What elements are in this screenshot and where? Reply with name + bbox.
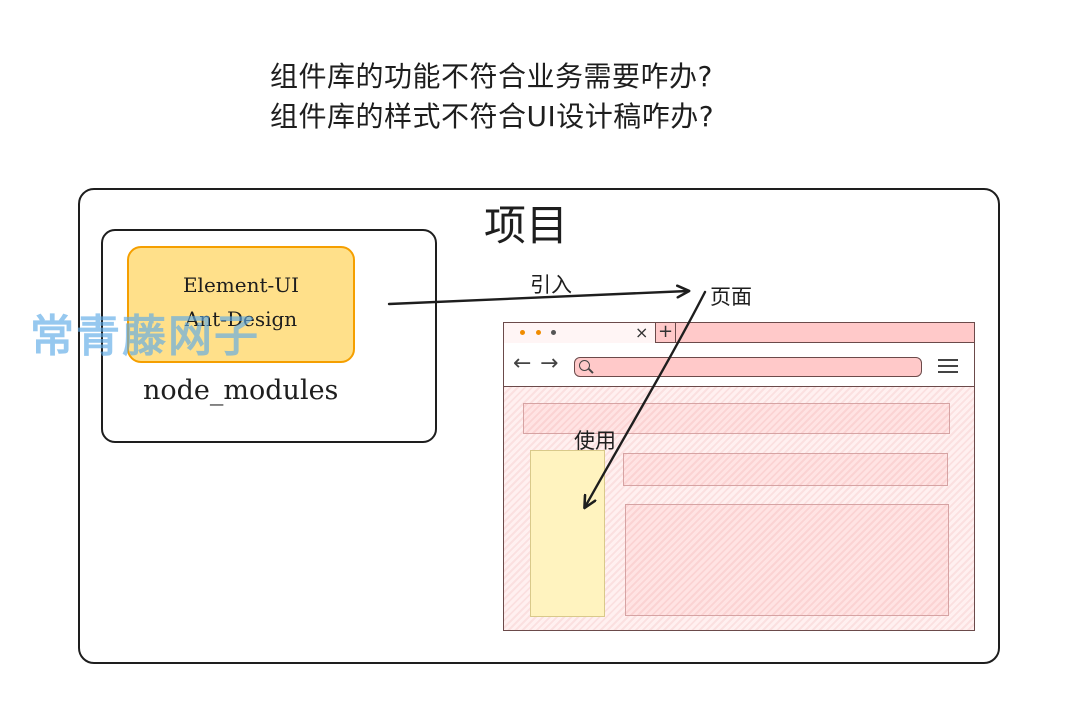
use-label: 使用 [574,429,616,453]
back-arrow-icon[interactable]: ← [513,351,532,376]
node-modules-label: node_modules [143,375,339,406]
page-sidebar-block [530,450,605,617]
import-arrow [387,291,688,306]
import-label: 引入 [530,273,572,297]
forward-arrow-icon[interactable]: → [540,351,559,376]
page-header-block [523,403,950,434]
browser-tab-bar: × + [504,323,974,343]
project-title: 项目 [484,201,569,250]
page-main-block [625,504,949,616]
use-arrow [585,290,707,507]
hamburger-menu-icon[interactable] [938,359,958,374]
search-icon [579,360,590,371]
close-tab-icon[interactable]: × [635,323,649,342]
new-tab-icon[interactable]: + [656,323,676,343]
browser-tab[interactable]: × [504,323,656,343]
question-1: 组件库的功能不符合业务需要咋办? [270,60,713,93]
window-dot-icon [551,330,556,335]
window-dot-icon [536,330,541,335]
window-dot-icon [520,330,525,335]
library-ant-design: Ant-Design [184,307,298,331]
browser-toolbar: ← → [504,343,974,387]
node-modules-container [101,229,437,443]
project-container [78,188,1000,664]
library-element-ui: Element-UI [182,273,300,297]
question-2: 组件库的样式不符合UI设计稿咋办? [270,100,715,133]
component-library-box [127,246,355,363]
browser-window: × + ← → [503,322,975,631]
page-top-block [623,453,948,486]
page-label: 页面 [710,285,752,309]
